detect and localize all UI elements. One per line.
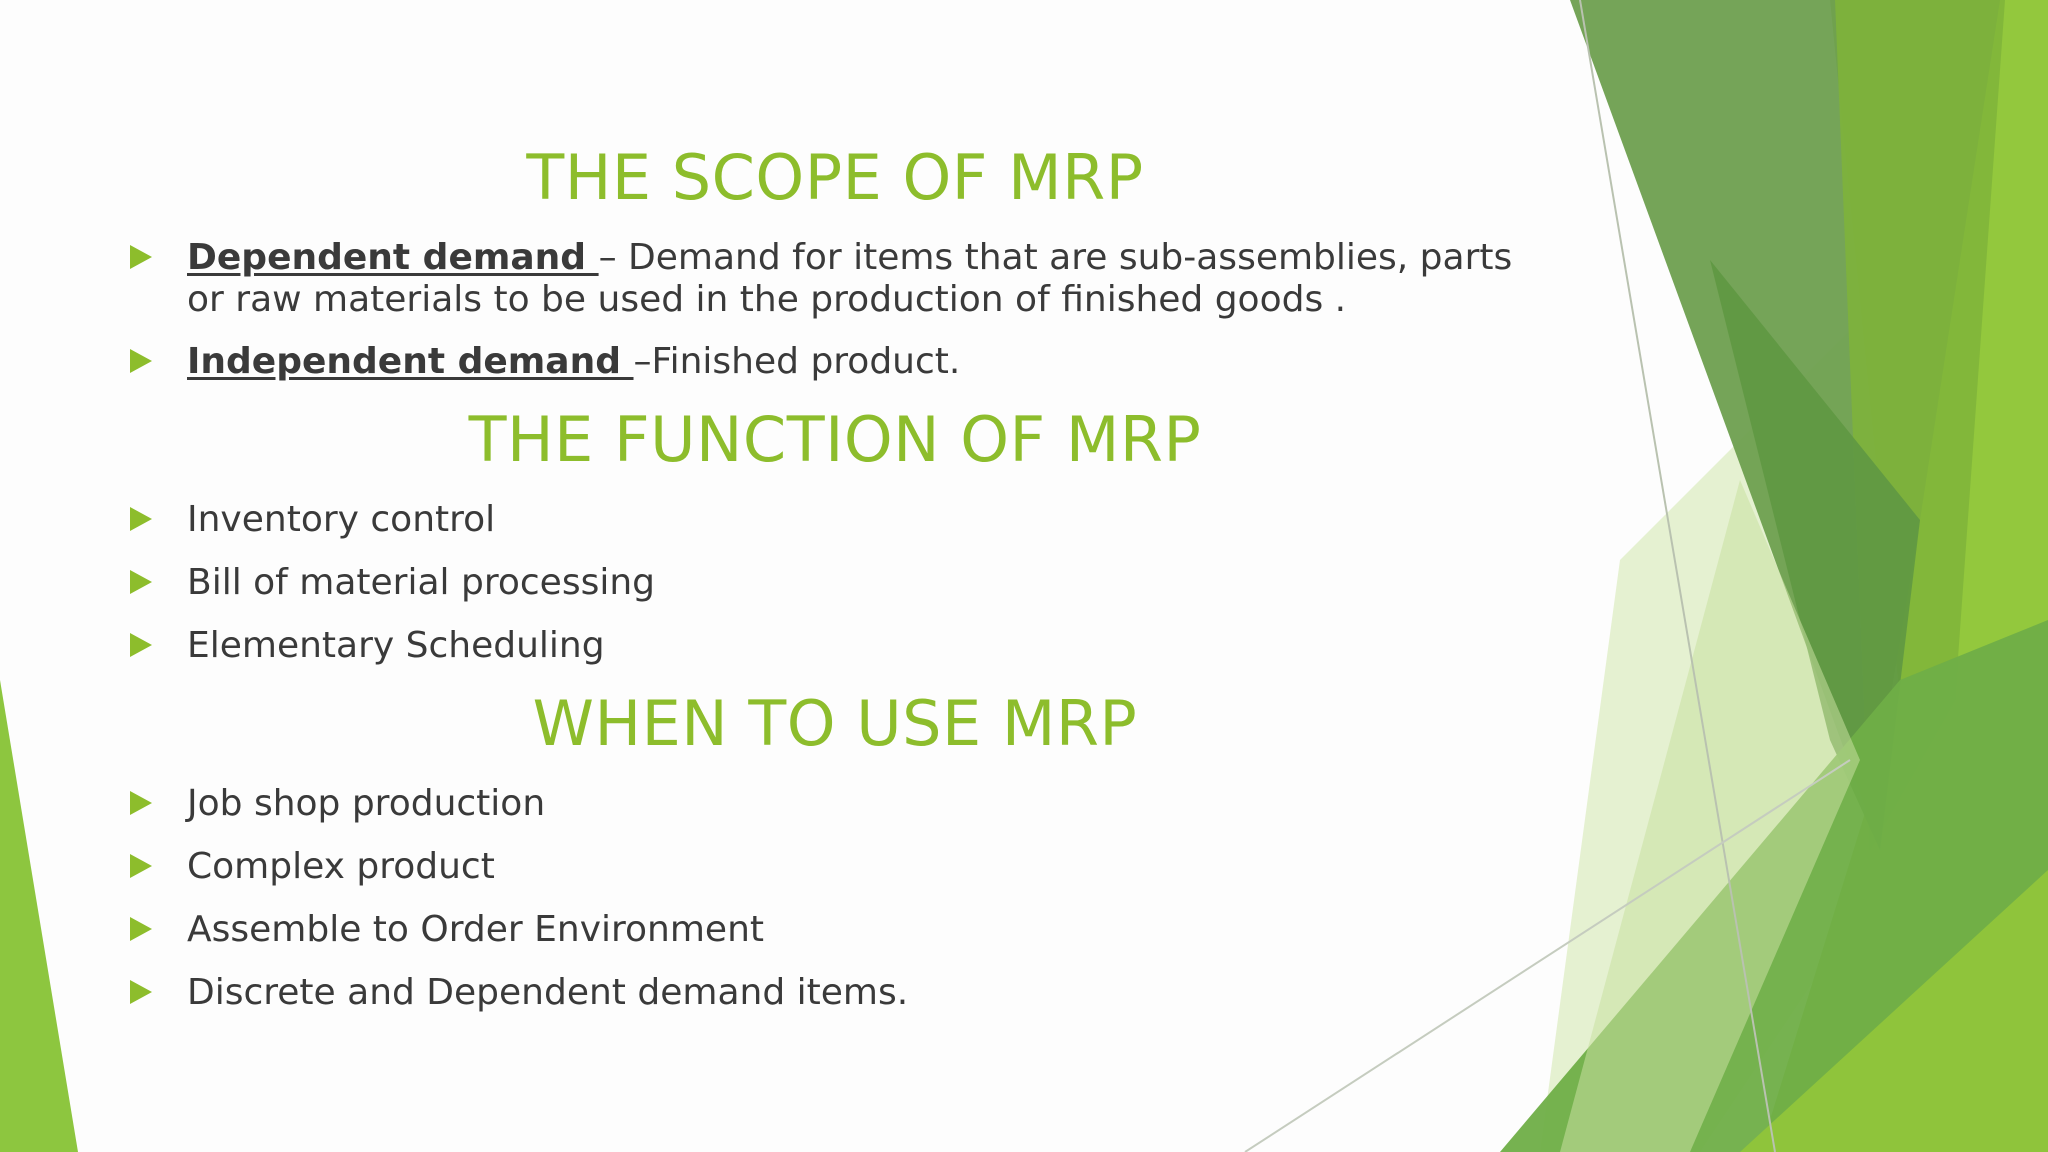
section-heading-scope: THE SCOPE OF MRP (526, 141, 1144, 214)
deco-shape-bottom-lime (1740, 870, 2048, 1152)
triangle-right-icon (130, 570, 152, 594)
triangle-right-icon (130, 791, 152, 815)
triangle-right-icon (130, 980, 152, 1004)
bullet-text: Inventory control (187, 499, 496, 540)
slide-content: THE SCOPE OF MRP Dependent demand – Dema… (130, 141, 1547, 1013)
term-label: Dependent demand (187, 237, 599, 278)
term-definition: – Demand for items that are sub-assembli… (187, 237, 1513, 320)
triangle-right-icon (130, 633, 152, 657)
bullet-text: Complex product (187, 846, 495, 887)
deco-shape-mid-dark (1710, 260, 1920, 850)
section-heading-function: THE FUNCTION OF MRP (468, 403, 1202, 476)
term-label: Independent demand (187, 341, 634, 382)
triangle-right-icon (130, 854, 152, 878)
bullet-text: Independent demand –Finished product. (187, 341, 1547, 383)
section-heading-when: WHEN TO USE MRP (532, 687, 1138, 760)
bullet-text: Bill of material processing (187, 562, 655, 603)
triangle-right-icon (130, 507, 152, 531)
deco-shape-pale-wedge (1560, 480, 1860, 1152)
triangle-right-icon (130, 245, 152, 269)
bullet-text: Assemble to Order Environment (187, 909, 765, 950)
bullet-text: Discrete and Dependent demand items. (187, 972, 909, 1013)
bullet-text: Elementary Scheduling (187, 625, 605, 666)
term-definition: –Finished product. (633, 341, 961, 382)
bullet-text: Job shop production (187, 783, 546, 824)
deco-shape-left-sliver (0, 680, 78, 1152)
deco-line-diagonal (1244, 759, 1851, 1152)
bullet-text: Dependent demand – Demand for items that… (187, 237, 1547, 321)
triangle-right-icon (130, 349, 152, 373)
deco-line-vertical (1579, 0, 1776, 1152)
triangle-right-icon (130, 917, 152, 941)
